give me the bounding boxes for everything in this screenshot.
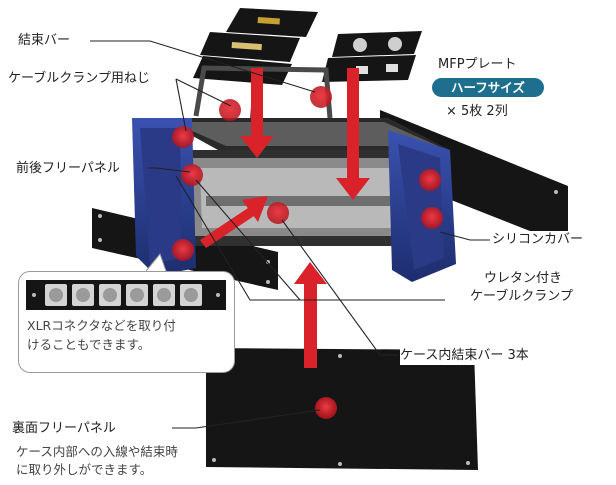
xlr-socket-icon bbox=[130, 288, 144, 302]
half-size-badge: ハーフサイズ bbox=[432, 78, 544, 97]
assembly-arrows bbox=[200, 68, 370, 368]
highlight-dots bbox=[172, 86, 443, 419]
xlr-socket-icon bbox=[103, 288, 117, 302]
xlr-hole-icon bbox=[388, 37, 402, 51]
xlr-socket-icon bbox=[76, 288, 90, 302]
top-right-panels bbox=[322, 31, 422, 82]
label-cable-bar: 結束バー bbox=[18, 32, 71, 50]
xlr-socket-icon bbox=[49, 288, 63, 302]
label-clamp-screw: ケーブルクランプ用ねじ bbox=[8, 70, 150, 88]
label-mfp-plate: MFPプレート bbox=[438, 57, 517, 72]
xlr-socket-icon bbox=[157, 288, 171, 302]
top-left-panels bbox=[193, 8, 318, 85]
label-inner-bar: ケース内結束バー 3本 bbox=[400, 347, 529, 365]
callout-line2: けることもできます。 bbox=[27, 337, 151, 353]
label-urethan-clamp-line1: ウレタン付き bbox=[484, 270, 563, 288]
label-bottom-desc-line1: ケース内部への入線や結束時 bbox=[16, 444, 178, 461]
screw-hole-icon bbox=[216, 293, 220, 297]
label-urethan-clamp-line2: ケーブルクランプ bbox=[470, 288, 573, 306]
xlr-callout: XLRコネクタなどを取り付 けることもできます。 bbox=[18, 271, 235, 373]
bottom-panel bbox=[206, 348, 478, 470]
xlr-panel-illustration bbox=[26, 280, 226, 310]
xlr-socket-icon bbox=[184, 288, 198, 302]
label-front-rear-panel: 前後フリーパネル bbox=[16, 160, 120, 178]
label-quantity: × 5枚 2列 bbox=[446, 104, 508, 119]
label-bottom-desc-line2: に取り外しができます。 bbox=[16, 462, 153, 479]
label-bottom-panel: 裏面フリーパネル bbox=[12, 420, 116, 438]
xlr-hole-icon bbox=[353, 38, 367, 52]
label-silicone-cover: シリコンカバー bbox=[492, 231, 584, 249]
callout-line1: XLRコネクタなどを取り付 bbox=[27, 318, 176, 333]
leader-lines bbox=[90, 40, 490, 429]
screw-hole-icon bbox=[32, 293, 36, 297]
